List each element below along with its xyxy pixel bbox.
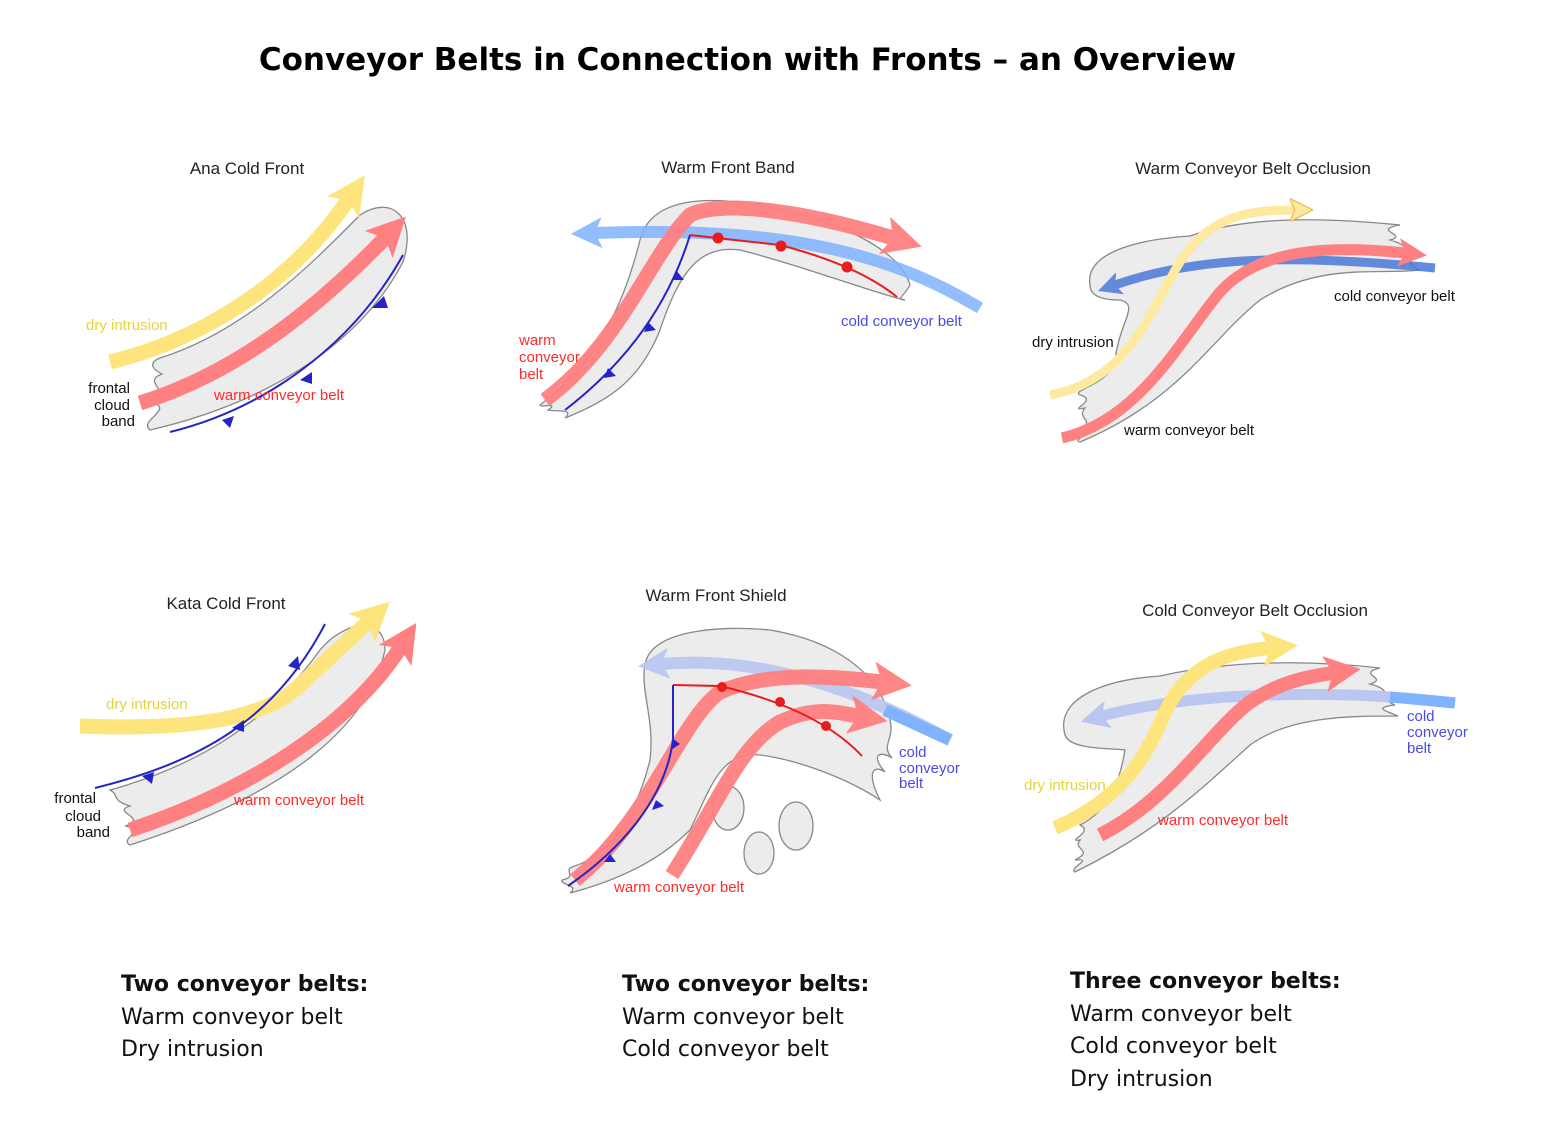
label-warm-conveyor-belt: warm conveyor belt	[1123, 422, 1255, 439]
label-warm-conveyor-belt: warm conveyor belt	[613, 879, 745, 896]
label-cold: cold	[899, 744, 927, 761]
label-warm-conveyor-belt: warm conveyor belt	[213, 387, 345, 404]
panel-warm-front-shield: Warm Front Shield warm conveyor belt col…	[561, 586, 960, 896]
panel-title: Kata Cold Front	[166, 594, 285, 613]
cold-front-line	[567, 685, 674, 887]
summary-item: Dry intrusion	[1070, 1066, 1213, 1092]
label-cloud: cloud	[94, 397, 130, 414]
warm-conveyor-belt-arrow	[1060, 238, 1427, 444]
cold-front-triangles	[142, 656, 300, 784]
panel-warm-front-band: Warm Front Band warm conveyor belt cold …	[518, 158, 984, 419]
cold-front-line	[564, 234, 691, 411]
label-warm-conveyor-belt: warm conveyor belt	[233, 792, 365, 809]
summary-item: Cold conveyor belt	[622, 1037, 829, 1062]
warm-front-line	[672, 684, 863, 757]
label-warm: warm	[518, 332, 556, 349]
label-conveyor: conveyor	[1407, 724, 1468, 741]
summary-heading: Two conveyor belts:	[121, 972, 369, 997]
page-title: Conveyor Belts in Connection with Fronts…	[258, 42, 1237, 78]
cloud-cells	[711, 785, 814, 875]
dry-intrusion-arrow	[1049, 210, 1295, 400]
summary-item: Warm conveyor belt	[622, 1004, 844, 1030]
label-cloud: cloud	[65, 808, 101, 825]
label-belt: belt	[899, 775, 924, 792]
summary-item: Warm conveyor belt	[1070, 1001, 1292, 1027]
label-dry-intrusion: dry intrusion	[86, 317, 168, 334]
label-cold-conveyor-belt: cold conveyor belt	[1334, 288, 1456, 305]
cold-front-line	[94, 623, 326, 789]
warm-front-semicircles	[712, 232, 853, 273]
warm-conveyor-belt-arrow	[540, 200, 922, 407]
panel-title: Cold Conveyor Belt Occlusion	[1142, 601, 1368, 620]
cold-front-triangles	[604, 738, 680, 862]
summary-warm-front: Two conveyor belts: Warm conveyor belt C…	[622, 969, 869, 1067]
panel-title: Warm Conveyor Belt Occlusion	[1135, 159, 1371, 178]
cold-conveyor-belt-tail	[882, 704, 953, 746]
cloud-band	[539, 199, 911, 419]
label-dry-intrusion: dry intrusion	[106, 696, 188, 713]
warm-conveyor-belt-arrow	[1096, 656, 1361, 842]
cold-conveyor-belt-tail	[1389, 691, 1456, 709]
label-belt: belt	[519, 366, 544, 383]
label-belt: belt	[1407, 740, 1432, 757]
summary-item: Warm conveyor belt	[121, 1004, 343, 1030]
summary-ana-kata: Two conveyor belts: Warm conveyor belt D…	[121, 969, 368, 1067]
label-conveyor: conveyor	[899, 760, 960, 777]
summary-heading: Three conveyor belts:	[1070, 969, 1341, 994]
label-conveyor: conveyor	[519, 349, 580, 366]
label-band: band	[102, 413, 135, 430]
warm-conveyor-belt-arrow	[127, 622, 417, 838]
cold-front-triangles	[604, 270, 684, 378]
dry-intrusion-arrow	[108, 175, 365, 370]
cold-front-triangles	[222, 296, 388, 428]
label-band: band	[77, 824, 110, 841]
warm-conveyor-belt-arrow	[137, 216, 406, 411]
panel-ana-cold-front: Ana Cold Front dry intrusion warm convey…	[86, 159, 408, 433]
panel-title: Ana Cold Front	[190, 159, 305, 178]
warm-conveyor-belt-arrow-1	[570, 661, 912, 886]
warm-conveyor-belt-arrow-2	[665, 695, 888, 880]
label-cold-conveyor-belt: cold conveyor belt	[841, 313, 963, 330]
warm-front-semicircles	[717, 682, 831, 731]
label-cold: cold	[1407, 708, 1435, 725]
label-frontal: frontal	[88, 380, 130, 397]
panel-kata-cold-front: Kata Cold Front dry intrusion warm conve…	[54, 594, 417, 846]
label-warm-conveyor-belt: warm conveyor belt	[1157, 812, 1289, 829]
label-frontal: frontal	[54, 790, 96, 807]
label-dry-intrusion: dry intrusion	[1024, 777, 1106, 794]
panel-title: Warm Front Shield	[645, 586, 786, 605]
summary-item: Cold conveyor belt	[1070, 1034, 1277, 1059]
dry-intrusion-arrow	[1052, 630, 1298, 835]
dry-intrusion-arrow	[79, 601, 391, 735]
panel-cold-conveyor-belt-occlusion: Cold Conveyor Belt Occlusion dry intrusi…	[1024, 601, 1468, 873]
panel-warm-conveyor-belt-occlusion: Warm Conveyor Belt Occlusion dry intrusi…	[1032, 159, 1456, 444]
summary-occlusion: Three conveyor belts: Warm conveyor belt…	[1070, 966, 1341, 1096]
summary-heading: Two conveyor belts:	[622, 972, 870, 997]
label-dry-intrusion: dry intrusion	[1032, 334, 1114, 351]
summary-item: Dry intrusion	[121, 1037, 264, 1062]
panel-title: Warm Front Band	[661, 158, 795, 177]
cold-front-line	[169, 254, 404, 433]
frontal-cloud-band	[108, 625, 386, 846]
